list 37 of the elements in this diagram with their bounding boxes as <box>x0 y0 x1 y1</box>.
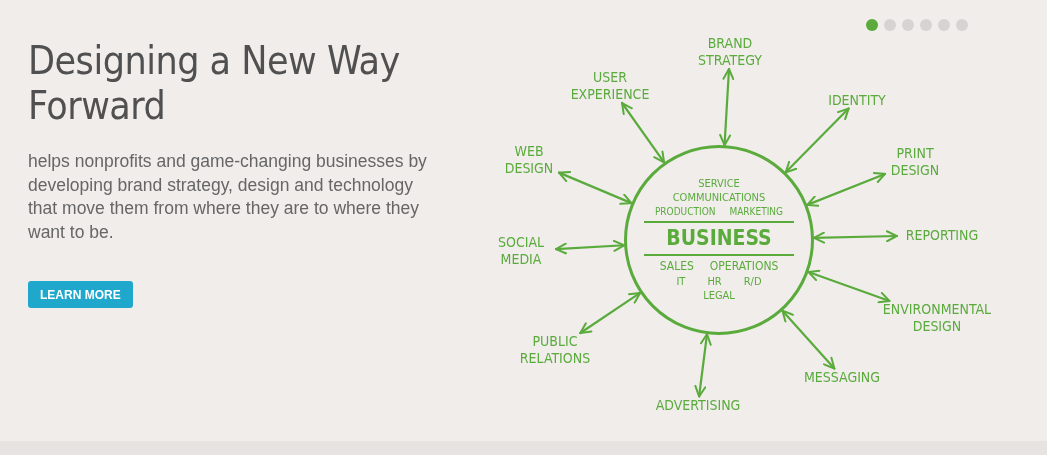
topic-label: ADVERTISING <box>643 396 753 414</box>
description-text: helps nonprofits and game-changing businesses by developing brand strategy, design and technology that move them from where they are to where they want to be. <box>28 150 428 244</box>
topic-label: PUBLIC RELATIONS <box>510 333 600 367</box>
circle-item: R/D <box>743 275 762 288</box>
topic-label: USER EXPERIENCE <box>562 69 658 103</box>
topic-label: PRINT DESIGN <box>885 145 945 179</box>
circle-item: MARKETING <box>729 206 784 218</box>
double-arrow <box>812 230 899 244</box>
double-arrow <box>781 309 836 370</box>
double-arrow <box>579 291 642 335</box>
circle-item: LEGAL <box>703 289 735 302</box>
headline: Designing a New Way Forward <box>28 38 401 128</box>
circle-item: COMMUNICATIONS <box>672 192 766 205</box>
double-arrow <box>557 170 633 205</box>
topic-label: IDENTITY <box>817 91 897 109</box>
topic-label: ENVIRONMENTAL DESIGN <box>872 301 1002 335</box>
double-arrow <box>554 239 626 255</box>
circle-item: SALES <box>659 260 694 274</box>
circle-item: HR <box>707 275 722 288</box>
topic-label: BRAND STRATEGY <box>690 35 770 69</box>
circle-item: IT <box>676 275 686 288</box>
double-arrow <box>620 101 666 164</box>
business-circle <box>624 145 814 335</box>
double-arrow <box>719 67 735 147</box>
double-arrow <box>806 172 887 207</box>
double-arrow <box>784 107 850 174</box>
topic-label: WEB DESIGN <box>499 143 559 177</box>
double-arrow <box>694 333 712 398</box>
circle-heading: BUSINESS <box>666 227 772 251</box>
topic-label: REPORTING <box>897 226 987 244</box>
topic-label: SOCIAL MEDIA <box>486 234 556 268</box>
circle-item: OPERATIONS <box>709 260 779 274</box>
topic-label: MESSAGING <box>792 368 892 386</box>
circle-item: PRODUCTION <box>654 206 716 218</box>
circle-item: SERVICE <box>698 178 740 191</box>
double-arrow <box>807 269 891 304</box>
learn-more-button: LEARN MORE <box>28 281 133 308</box>
